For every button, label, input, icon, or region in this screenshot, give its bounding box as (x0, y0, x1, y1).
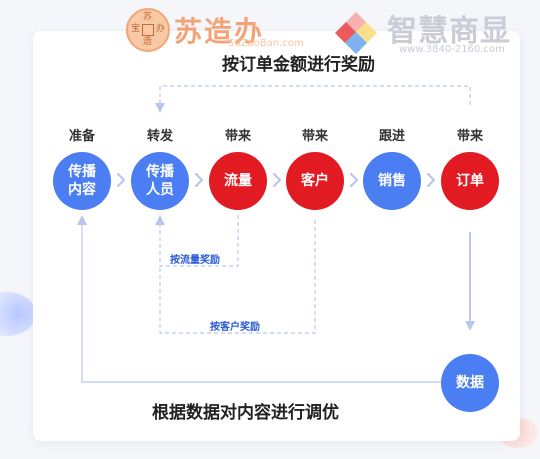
brand2-name: 智慧商显 (387, 14, 511, 49)
stage-label-2: 转发 (146, 129, 173, 144)
chevron-right-icon (349, 172, 358, 188)
chevron-right-icon (194, 172, 204, 188)
stage-node-5: 销售 (363, 152, 421, 210)
stage-node-1: 传播 内容 (53, 152, 111, 210)
brand2-url: www.3840-2160.com (399, 44, 505, 55)
brand1-url: SuZaoBan.com (228, 38, 304, 49)
stage-label-6: 带来 (456, 129, 483, 144)
stage-label-1: 准备 (68, 129, 95, 144)
customer-reward-line (159, 220, 316, 334)
top-feedback-line (155, 85, 471, 113)
stage-label-3: 带来 (224, 129, 251, 144)
data-feedback-line (77, 215, 442, 383)
stage-label-4: 带来 (301, 129, 328, 144)
stage-label-5: 跟进 (378, 129, 405, 144)
seal-char-right: 办 (156, 24, 166, 34)
bottom-title: 根据数据对内容进行调优 (152, 403, 339, 423)
customer-reward-note: 按客户奖励 (210, 322, 260, 333)
chevron-right-icon (272, 172, 281, 188)
node-data: 数据 (441, 354, 499, 412)
traffic-reward-note: 按流量奖励 (170, 255, 220, 266)
seal-char-top: 苏 (143, 12, 153, 22)
chevron-right-icon (116, 172, 126, 188)
stage-node-4: 客户 (286, 152, 344, 210)
brand1-name: 苏造办 (174, 15, 265, 48)
chevron-right-icon (426, 172, 436, 188)
seal-char-bottom: 造 (143, 37, 153, 47)
stage-node-2: 传播 人员 (131, 152, 189, 210)
top-title: 按订单金额进行奖励 (222, 55, 375, 75)
gem-logo-icon (335, 12, 377, 54)
watermark-logo-zhihui: 智慧商显 www.3840-2160.com (333, 6, 538, 56)
stage-node-3: 流量 (209, 152, 267, 210)
seal-char-left: 宝 (131, 24, 141, 34)
seal-logo-icon: 苏 宝 办 造 (126, 8, 170, 52)
stage-node-6: 订单 (441, 152, 499, 210)
seal-square-icon (142, 24, 154, 36)
diagram-card (33, 31, 520, 441)
